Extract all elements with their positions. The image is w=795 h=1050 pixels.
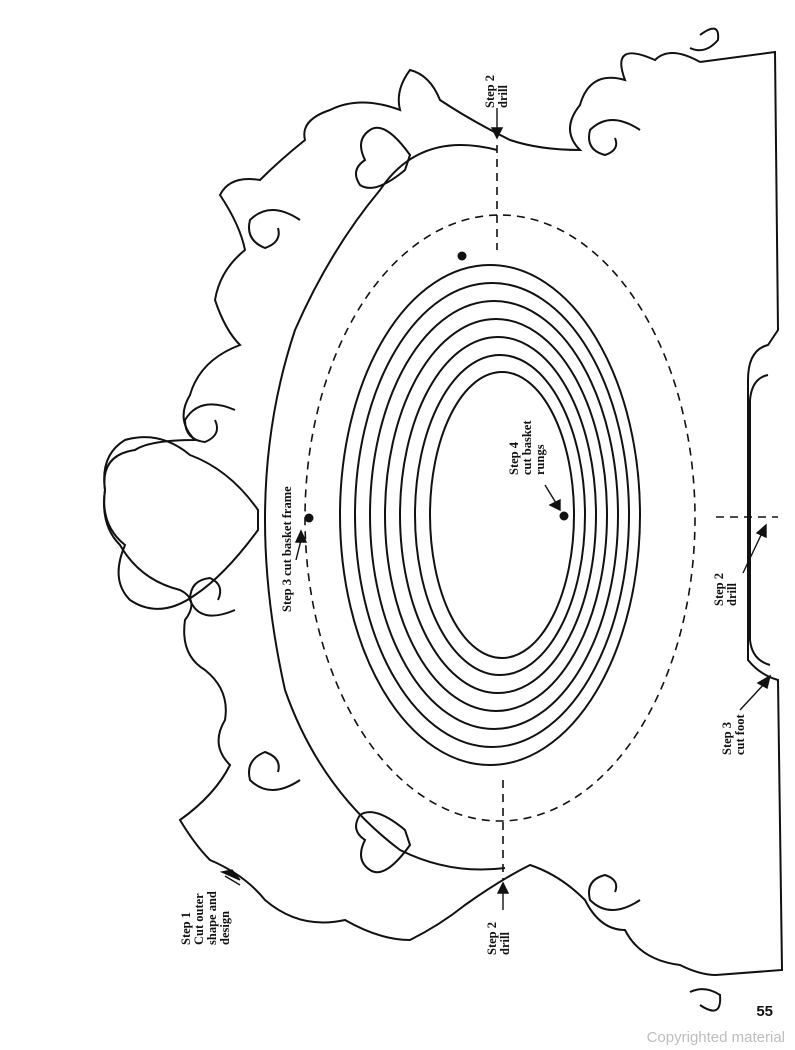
step4-line1: Step 4 xyxy=(507,441,521,475)
step2-foot-line2: drill xyxy=(725,583,739,606)
drill-point-rungs xyxy=(559,511,569,521)
step1-line2: Cut outer xyxy=(192,893,206,945)
step2-foot-line1: Step 2 xyxy=(712,573,726,606)
inner-frame-top xyxy=(263,144,506,871)
svg-text:Step 4 cut basket rung: Step 4 cut basket rungs xyxy=(507,417,547,475)
step2-top-line1: Step 2 xyxy=(483,75,497,108)
scroll-curl-1 xyxy=(588,119,641,157)
watermark: Copyrighted material xyxy=(646,1029,785,1046)
step2-bottom-line1: Step 2 xyxy=(485,922,499,955)
svg-text:Step 3 cut foot: Step 3 cut foot xyxy=(720,714,747,755)
page-number: 55 xyxy=(756,1003,773,1020)
step4-line3: rungs xyxy=(533,444,547,475)
svg-text:Step 2 drill: Step 2 drill xyxy=(485,919,512,955)
foot-cutout xyxy=(749,374,771,666)
step2-bottom-line2: drill xyxy=(498,932,512,955)
scroll-curl-6 xyxy=(588,873,641,911)
heart-cutout xyxy=(103,436,259,610)
step1-line4: design xyxy=(218,911,232,945)
arrows xyxy=(219,108,772,910)
step2-top-line2: drill xyxy=(496,85,510,108)
step4-line2: cut basket xyxy=(520,420,534,475)
basket-rungs-spiral xyxy=(339,264,641,766)
basket-frame-cutline xyxy=(304,214,696,822)
scroll-curl-3 xyxy=(183,403,236,444)
step3-foot-line2: cut foot xyxy=(733,714,747,755)
drill-point-frame xyxy=(304,513,314,523)
scroll-curl-4 xyxy=(188,576,236,617)
scroll-curl-8 xyxy=(689,988,722,1012)
svg-text:Step 2 drill: Step 2 drill xyxy=(712,570,739,606)
small-heart-top xyxy=(355,126,412,189)
step3-frame-label: Step 3 cut basket frame xyxy=(280,486,294,612)
step1-line1: Step 1 xyxy=(179,912,193,945)
scroll-curl-7 xyxy=(689,27,720,52)
drill-point-spiral-start xyxy=(457,251,467,261)
scroll-curl-2 xyxy=(248,209,301,250)
outer-shape-outline xyxy=(103,52,717,976)
svg-text:Step 1 Cut outer shape: Step 1 Cut outer shape and design xyxy=(179,888,232,945)
base-edge xyxy=(699,50,784,976)
step3-foot-line1: Step 3 xyxy=(720,722,734,755)
scroll-curl-5 xyxy=(248,750,301,791)
step1-line3: shape and xyxy=(205,891,219,945)
small-heart-bottom xyxy=(355,811,412,874)
svg-text:Step 2 drill: Step 2 drill xyxy=(483,72,510,108)
